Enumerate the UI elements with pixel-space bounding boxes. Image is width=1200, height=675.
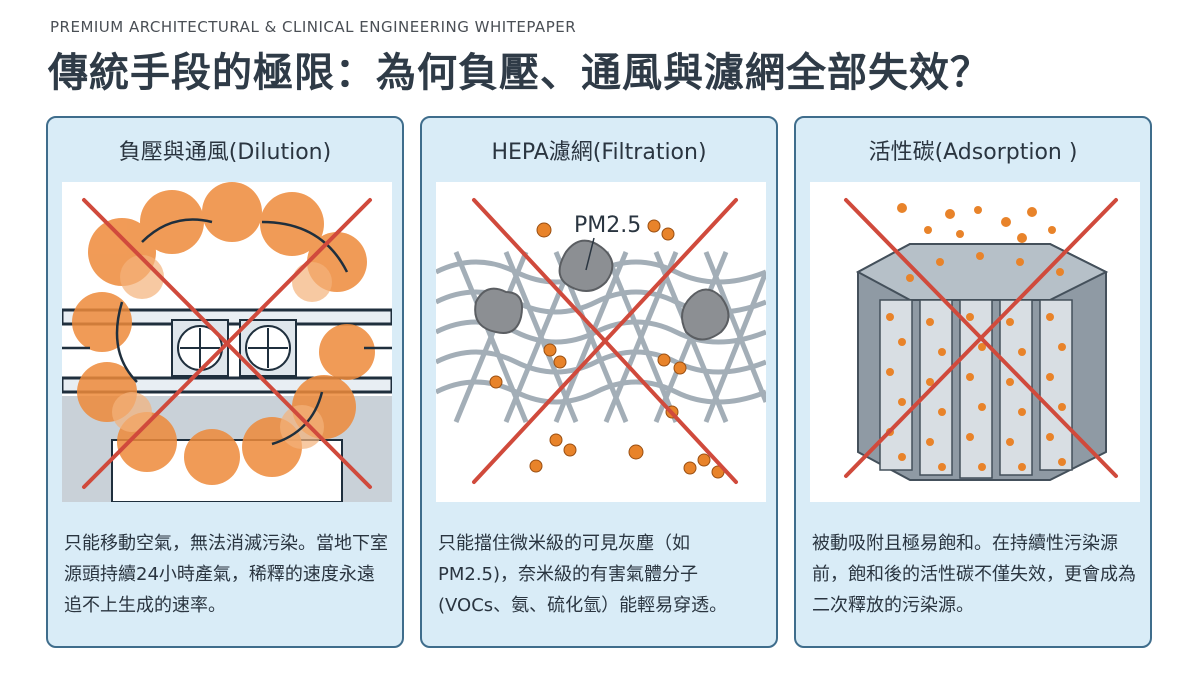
- page-title: 傳統手段的極限：為何負壓、通風與濾網全部失效？: [48, 50, 991, 96]
- kicker-label: PREMIUM ARCHITECTURAL & CLINICAL ENGINEE…: [50, 18, 577, 36]
- panel-adsorption: 活性碳(Adsorption ): [794, 116, 1152, 648]
- filtration-illustration: PM2.5: [436, 182, 766, 612]
- adsorption-illustration: [810, 182, 1140, 612]
- panel-description: 只能擋住微米級的可見灰塵（如PM2.5)，奈米級的有害氣體分子(VOCs、氨、硫…: [438, 533, 728, 616]
- panel-filtration: HEPA濾網(Filtration) PM2.5: [420, 116, 778, 648]
- pm25-label: PM2.5: [574, 213, 641, 238]
- panel-dilution: 負壓與通風(Dilution): [46, 116, 404, 648]
- panel-description: 只能移動空氣，無法消滅污染。當地下室源頭持續24小時產氣，稀釋的速度永遠追不上生…: [64, 533, 388, 616]
- panel-description: 被動吸附且極易飽和。在持續性污染源前，飽和後的活性碳不僅失效，更會成為二次釋放的…: [812, 533, 1136, 616]
- dilution-illustration: [62, 182, 392, 612]
- panel-heading: HEPA濾網(Filtration): [491, 140, 707, 165]
- panel-heading: 負壓與通風(Dilution): [118, 140, 332, 165]
- panel-heading: 活性碳(Adsorption ): [868, 140, 1078, 165]
